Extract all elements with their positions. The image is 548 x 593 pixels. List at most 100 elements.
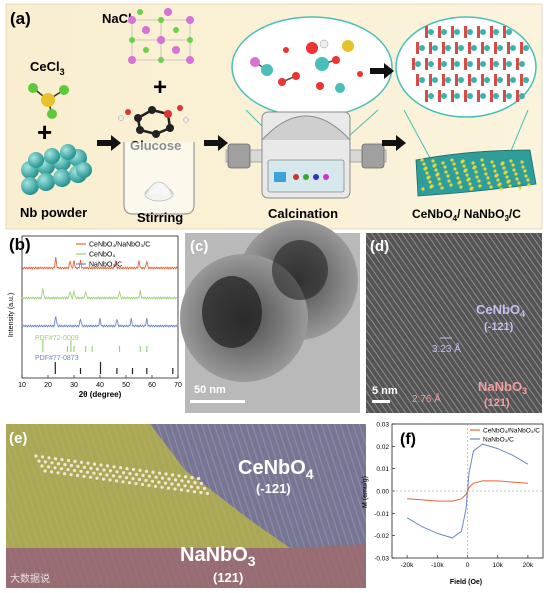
arrow-icon xyxy=(382,135,406,151)
spacing-label-d1: 3.23 Å xyxy=(432,342,461,355)
atom-marker xyxy=(127,481,132,485)
panel-f-ylabel: M (emu/g) xyxy=(362,476,369,508)
atom-marker xyxy=(60,458,64,462)
x-tick-label: 20k xyxy=(523,562,534,569)
panel-b-label: (b) xyxy=(9,235,31,254)
product-label: CeNbO4/ NaNbO3/C xyxy=(412,207,521,223)
atom-marker xyxy=(137,477,142,482)
xrd-series-line xyxy=(21,288,179,300)
panel-f-xlabel: Field (Oe) xyxy=(450,579,482,586)
atom-marker xyxy=(202,486,207,491)
atom-marker xyxy=(73,459,77,463)
atom-marker xyxy=(95,476,99,480)
atom-marker xyxy=(125,467,129,471)
phase-label-e1: CeNbO4 xyxy=(238,457,314,482)
atom-marker xyxy=(134,472,139,477)
atom-marker xyxy=(196,476,201,481)
atom-marker xyxy=(95,467,100,471)
atom-marker xyxy=(40,455,45,459)
atom-marker xyxy=(72,468,77,473)
panel-e-label: (e) xyxy=(9,430,27,447)
nacl-crystal-icon xyxy=(128,8,194,64)
atom-marker xyxy=(157,480,161,484)
atom-marker xyxy=(124,476,129,480)
atom-marker xyxy=(43,469,47,473)
nacl-label: NaCl xyxy=(102,11,132,26)
atom-marker xyxy=(56,471,60,475)
atom-marker xyxy=(131,477,135,481)
y-tick-label: 0.02 xyxy=(376,444,389,451)
atom-marker xyxy=(121,471,126,475)
panel-f-label: (f) xyxy=(400,431,416,448)
atom-marker xyxy=(157,471,162,475)
atom-marker xyxy=(192,490,197,494)
atom-marker xyxy=(163,481,168,485)
atom-marker xyxy=(121,480,125,484)
x-tick-label: 30 xyxy=(70,382,78,389)
scale-bar-d xyxy=(372,400,390,403)
x-tick-label: 10 xyxy=(18,382,26,389)
atom-marker xyxy=(144,478,148,482)
y-tick-label: -0.02 xyxy=(374,533,389,540)
atom-marker xyxy=(138,468,142,472)
atom-marker xyxy=(166,486,171,490)
legend-entry: CeNbO₄/NaNbO₃/C xyxy=(483,428,540,435)
panel-e: (e) CeNbO4 (-121) NaNbO3 (121) 大数据说 xyxy=(6,424,366,588)
atom-marker xyxy=(79,460,84,464)
panel-f: (f) M (emu/g) Field (Oe) 0.030.020.010.0… xyxy=(362,422,544,586)
atom-marker xyxy=(92,471,96,475)
atom-marker xyxy=(186,480,191,484)
atom-marker xyxy=(43,460,48,464)
atom-marker xyxy=(134,482,138,486)
atom-marker xyxy=(62,472,67,476)
y-tick-label: -0.03 xyxy=(374,556,389,563)
atom-marker xyxy=(56,462,61,466)
scale-label-c: 50 nm xyxy=(194,384,226,396)
atom-marker xyxy=(128,472,132,476)
atom-marker xyxy=(141,473,145,477)
atom-marker xyxy=(66,458,71,463)
xrd-series-line xyxy=(21,316,179,328)
x-tick-label: 70 xyxy=(174,382,182,389)
y-tick-label: 0.03 xyxy=(376,422,389,429)
atom-marker xyxy=(153,484,158,488)
x-tick-label: 10k xyxy=(492,562,503,569)
atom-marker xyxy=(164,472,168,476)
atom-marker xyxy=(49,470,54,474)
y-tick-label: 0.00 xyxy=(376,489,389,496)
x-tick-label: 50 xyxy=(122,382,130,389)
atom-marker xyxy=(53,466,57,470)
atom-marker xyxy=(173,487,177,491)
atom-marker xyxy=(111,474,116,478)
calcination-label: Calcination xyxy=(268,206,338,221)
atom-marker xyxy=(79,469,83,473)
cecl3-molecule-icon xyxy=(28,83,69,119)
plane-label-e2: (121) xyxy=(213,570,243,585)
stirring-label: Stirring xyxy=(137,210,183,225)
phase-label-d1: CeNbO4 xyxy=(476,302,525,319)
nb-powder-cube-icon xyxy=(21,144,92,195)
panel-d: (d) CeNbO4 (-121) 3.23 Å 2.76 Å NaNbO3 (… xyxy=(366,233,542,413)
atom-marker xyxy=(92,462,97,466)
arrow-icon xyxy=(204,135,228,151)
atom-marker xyxy=(89,466,93,470)
panel-a: (a) CeCl3 + Nb powder xyxy=(5,3,543,230)
atom-marker xyxy=(82,474,86,478)
atom-marker xyxy=(180,479,184,483)
atom-marker xyxy=(40,464,44,468)
atom-marker xyxy=(154,475,158,479)
atom-marker xyxy=(183,475,188,479)
watermark: 大数据说 xyxy=(10,572,50,585)
atom-marker xyxy=(108,478,112,482)
legend-entry: CeNbO₄/NaNbO₃/C xyxy=(89,242,150,249)
atom-marker xyxy=(147,483,151,487)
panel-a-label: (a) xyxy=(10,9,31,28)
glucose-molecule-icon xyxy=(118,105,189,138)
cecl3-label: CeCl3 xyxy=(30,59,65,77)
atom-marker xyxy=(177,474,181,478)
nanbo3-region-overlay xyxy=(6,544,366,588)
pdf-label-2: PDF#77-0873 xyxy=(35,355,79,362)
atom-marker xyxy=(47,456,51,460)
plane-label-d2: (121) xyxy=(484,397,510,409)
atom-marker xyxy=(189,485,194,489)
